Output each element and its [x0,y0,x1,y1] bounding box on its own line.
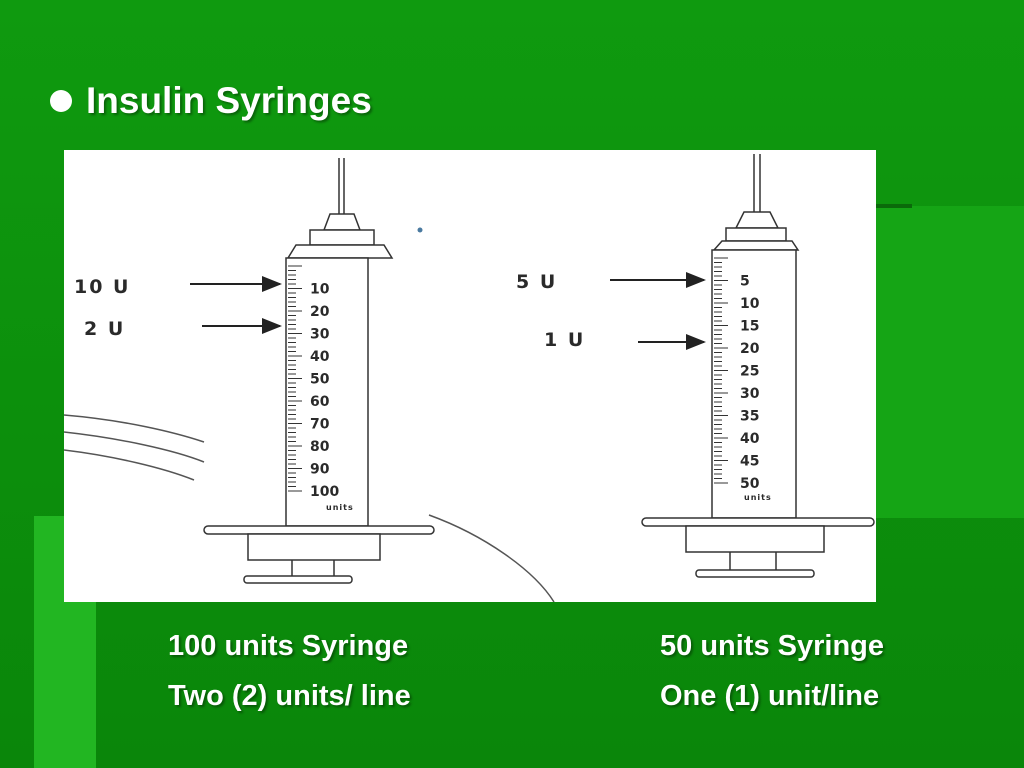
right-scale-numbers: 5 10 15 20 25 30 35 40 45 50 [740,274,760,493]
arrow-label-1u: 1 U [544,329,585,351]
left-scale-unit: units [326,503,354,512]
right-scale-unit: units [744,493,772,502]
caption-left-line2: Two (2) units/ line [168,680,411,712]
left-scale-number: 60 [310,394,330,410]
caption-right-line1: 50 units Syringe [660,630,885,662]
left-scale-number: 80 [310,439,330,455]
left-scale-ticks [288,265,302,492]
right-scale-number: 40 [740,431,760,447]
left-scale-numbers: 10 20 30 40 50 60 70 80 90 100 [310,282,339,501]
left-scale-number: 100 [310,484,339,500]
left-scale-number: 30 [310,327,330,343]
right-scale-number: 15 [740,319,759,335]
right-scale-number: 5 [740,274,750,290]
left-scale-number: 50 [310,372,330,388]
right-scale-number: 45 [740,454,759,470]
right-scale-number: 50 [740,476,760,492]
right-scale-number: 25 [740,364,759,380]
arrow-label-10u: 10 U [74,276,130,298]
title-row: Insulin Syringes [50,76,372,126]
arrow-label-2u: 2 U [84,318,125,340]
right-scale-number: 20 [740,341,760,357]
left-scale-number: 10 [310,282,330,298]
right-scale-ticks [714,257,728,484]
syringe-figure: 10 20 30 40 50 60 70 80 90 100 units 10 U 2 U 5 10… [64,150,876,602]
left-syringe: 10 20 30 40 50 60 70 80 90 100 units 10 U 2 U [74,158,435,584]
slide-title: Insulin Syringes [86,80,372,121]
decor-line [876,204,912,208]
ink-dot [417,227,423,233]
caption-left-line1: 100 units Syringe [168,630,409,662]
left-scale-number: 90 [310,462,330,478]
left-scale-number: 40 [310,349,330,365]
background-curves [64,414,555,602]
left-scale-number: 20 [310,304,330,320]
right-syringe: 5 10 15 20 25 30 35 40 45 50 units 5 U 1 U [516,154,875,578]
bullet-icon [50,90,72,112]
decor-right-block [876,206,1024,518]
arrow-label-5u: 5 U [516,271,557,293]
syringe-diagram: 10 20 30 40 50 60 70 80 90 100 units 10 U 2 U 5 10… [64,154,875,602]
caption-right-line2: One (1) unit/line [660,680,880,712]
right-scale-number: 30 [740,386,760,402]
right-scale-number: 10 [740,296,760,312]
right-scale-number: 35 [740,409,759,425]
left-scale-number: 70 [310,417,330,433]
